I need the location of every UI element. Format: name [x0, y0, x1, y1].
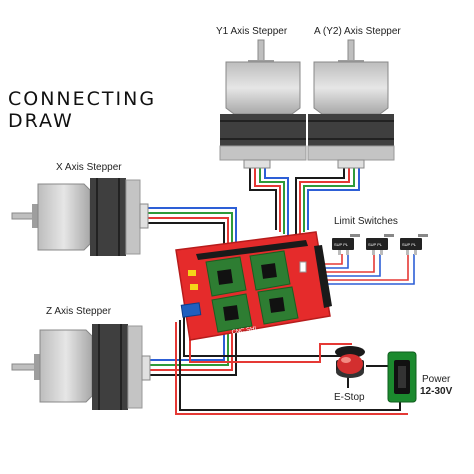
cnc-shield-board	[175, 231, 332, 341]
y2-stepper-motor	[307, 39, 395, 169]
wires-y1	[249, 166, 289, 236]
label-power: Power	[422, 374, 451, 385]
label-limit-switches: Limit Switches	[334, 216, 398, 227]
wires-estop-power	[175, 310, 408, 415]
label-power-voltage: 12-30V	[420, 386, 453, 397]
title-line-1: CONNECTING	[8, 88, 157, 110]
x-stepper-motor	[11, 178, 149, 256]
z-stepper-motor	[11, 324, 151, 410]
limit-switch-2-label: SUP PL	[368, 242, 383, 247]
limit-switch-2	[366, 234, 394, 255]
label-estop: E-Stop	[334, 392, 365, 403]
limit-switch-3	[400, 234, 428, 255]
label-y1-stepper: Y1 Axis Stepper	[216, 26, 288, 37]
limit-switch-1	[332, 234, 360, 255]
label-y2-stepper: A (Y2) Axis Stepper	[314, 26, 401, 37]
diagram-title: CONNECTING DRAW	[8, 88, 156, 132]
wires-limit-switches	[320, 254, 415, 285]
wires-y2	[295, 166, 360, 236]
power-supply	[387, 351, 417, 403]
limit-switch-1-label: SUP PL	[334, 242, 349, 247]
limit-switch-3-label: SUP PL	[402, 242, 417, 247]
label-x-stepper: X Axis Stepper	[56, 162, 122, 173]
y1-stepper-motor	[219, 39, 307, 169]
board-label: CNC SHI	[231, 326, 257, 336]
label-z-stepper: Z Axis Stepper	[46, 306, 112, 317]
title-line-2: DRAW	[8, 110, 74, 132]
estop-button	[335, 346, 365, 378]
